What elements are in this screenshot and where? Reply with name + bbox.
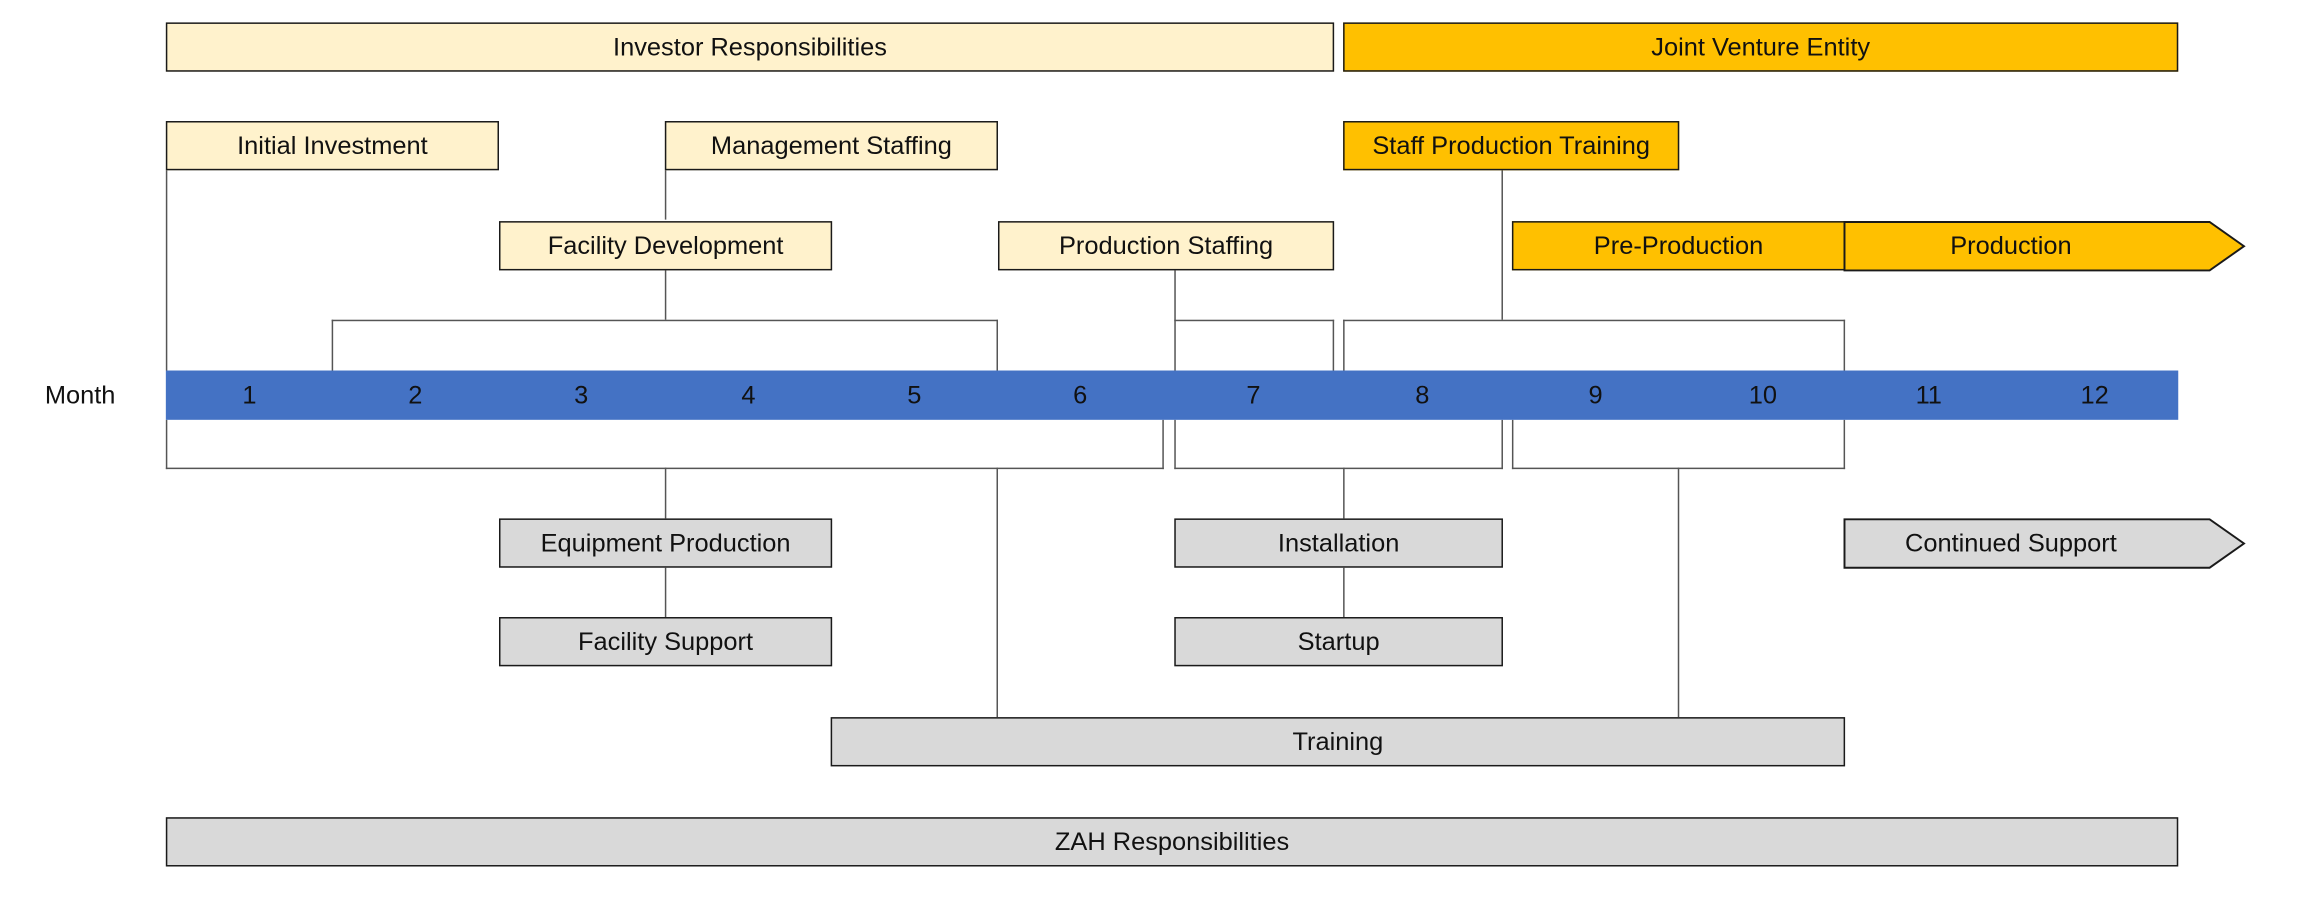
bracket-line [1843, 419, 1846, 470]
bracket-line [1843, 319, 1846, 371]
month-tick: 6 [1073, 380, 1088, 409]
joint-venture-header: Joint Venture Entity [1343, 22, 2179, 72]
training-box: Training [830, 717, 1846, 767]
timeline-bar [165, 370, 2179, 420]
bracket-line [1332, 319, 1335, 371]
pre-production-box: Pre-Production [1511, 221, 1846, 271]
staff-production-training-box: Staff Production Training [1343, 121, 1680, 171]
zah-responsibilities-footer: ZAH Responsibilities [165, 817, 2179, 867]
installation-box: Installation [1174, 518, 1503, 568]
month-tick: 2 [408, 380, 423, 409]
facility-support-box: Facility Support [498, 617, 833, 667]
month-tick: 5 [907, 380, 922, 409]
production-label: Production [1950, 230, 2072, 260]
bracket-line [1174, 419, 1176, 470]
bracket-line [1174, 319, 1335, 322]
bracket-line [996, 319, 998, 371]
bracket-line [1343, 319, 1345, 371]
connector-line [664, 170, 667, 220]
connector-line [664, 270, 667, 320]
bracket-line [331, 319, 334, 371]
continued-support-arrow [1843, 518, 2246, 569]
connector-line [664, 467, 667, 519]
bracket-line [165, 419, 168, 470]
startup-box: Startup [1174, 617, 1503, 667]
bracket-line [1162, 419, 1164, 470]
connector-line [1343, 567, 1345, 618]
month-tick: 4 [741, 380, 756, 409]
facility-development-box: Facility Development [498, 221, 833, 271]
bracket-line [1343, 319, 1846, 322]
month-tick: 1 [242, 380, 257, 409]
investor-responsibilities-header: Investor Responsibilities [165, 22, 1335, 72]
connector-line [1677, 467, 1680, 718]
connector-line [165, 170, 168, 371]
month-tick: 7 [1246, 380, 1261, 409]
connector-line [664, 567, 667, 618]
month-axis-label: Month [44, 380, 116, 409]
month-tick: 12 [2080, 380, 2109, 409]
initial-investment-box: Initial Investment [165, 121, 499, 171]
connector-line [1343, 467, 1345, 519]
continued-support-label: Continued Support [1905, 528, 2117, 557]
bracket-line [331, 319, 998, 322]
connector-line [996, 467, 998, 718]
month-tick: 3 [574, 380, 589, 409]
month-tick: 10 [1748, 380, 1778, 409]
month-tick: 11 [1915, 380, 1942, 409]
equipment-production-box: Equipment Production [498, 518, 833, 568]
management-staffing-box: Management Staffing [664, 121, 998, 171]
bracket-line [1501, 419, 1503, 470]
bracket-line [1511, 419, 1514, 470]
production-arrow [1843, 221, 2246, 272]
bracket-line [1174, 467, 1503, 470]
connector-line [1501, 170, 1503, 320]
month-tick: 9 [1588, 380, 1603, 409]
month-tick: 8 [1415, 380, 1430, 409]
production-staffing-box: Production Staffing [997, 221, 1335, 271]
